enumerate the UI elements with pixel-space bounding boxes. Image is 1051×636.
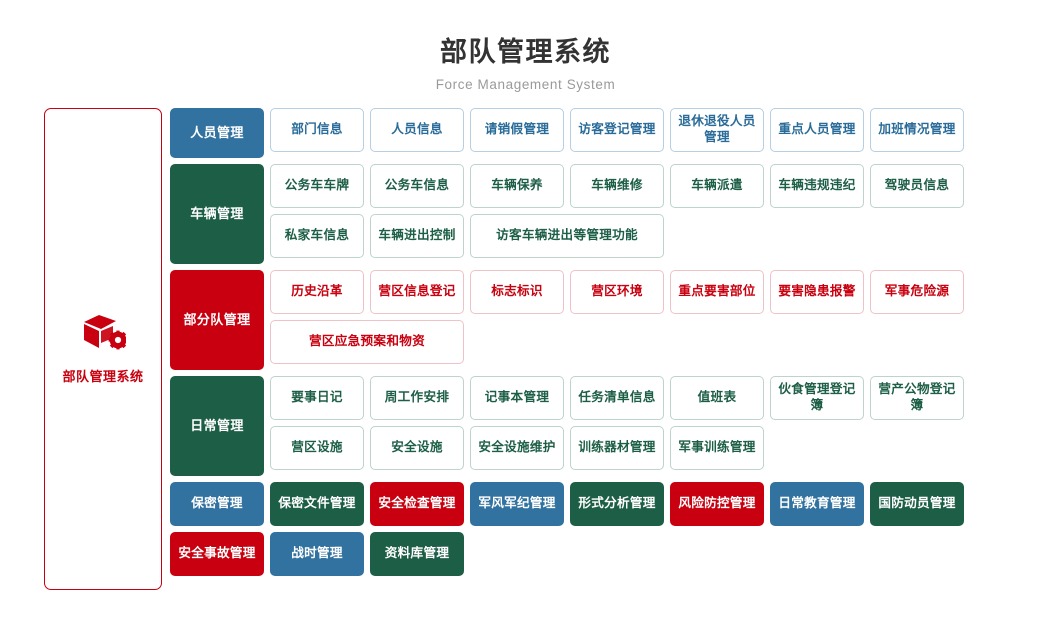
menu-tile[interactable]: 重点人员管理: [770, 107, 864, 152]
menu-tile[interactable]: 标志标识: [470, 269, 564, 314]
section-items: 部门信息人员信息请销假管理访客登记管理退休退役人员管理重点人员管理加班情况管理: [270, 107, 1029, 158]
menu-tile[interactable]: 营区应急预案和物资: [270, 319, 464, 364]
menu-tile[interactable]: 保密文件管理: [270, 481, 364, 526]
section-row: 部分队管理历史沿革营区信息登记标志标识营区环境重点要害部位要害隐患报警军事危险源…: [170, 269, 1029, 370]
menu-tile[interactable]: 安全设施维护: [470, 425, 564, 470]
menu-tile[interactable]: 训练器材管理: [570, 425, 664, 470]
menu-tile[interactable]: 加班情况管理: [870, 107, 964, 152]
menu-tile[interactable]: 车辆进出控制: [370, 213, 464, 258]
menu-tile[interactable]: 军事危险源: [870, 269, 964, 314]
menu-tile[interactable]: 日常教育管理: [770, 481, 864, 526]
menu-tile[interactable]: 重点要害部位: [670, 269, 764, 314]
menu-tile[interactable]: 请销假管理: [470, 107, 564, 152]
menu-tile[interactable]: 营区设施: [270, 425, 364, 470]
menu-tile[interactable]: 营产公物登记簿: [870, 375, 964, 420]
menu-tile[interactable]: 资料库管理: [370, 531, 464, 576]
section-row: 日常管理要事日记周工作安排记事本管理任务清单信息值班表伙食管理登记簿营产公物登记…: [170, 375, 1029, 476]
sidebar[interactable]: 部队管理系统: [44, 107, 162, 590]
menu-tile[interactable]: 私家车信息: [270, 213, 364, 258]
menu-tile[interactable]: 访客登记管理: [570, 107, 664, 152]
page-title: 部队管理系统: [440, 37, 611, 67]
body-wrapper: 部队管理系统 人员管理部门信息人员信息请销假管理访客登记管理退休退役人员管理重点…: [0, 92, 1051, 590]
menu-tile[interactable]: 国防动员管理: [870, 481, 964, 526]
section-items: 公务车车牌公务车信息车辆保养车辆维修车辆派遣车辆违规违纪驾驶员信息私家车信息车辆…: [270, 163, 1029, 264]
category-tile[interactable]: 部分队管理: [170, 269, 264, 370]
menu-tile[interactable]: 营区信息登记: [370, 269, 464, 314]
section-row: 人员管理部门信息人员信息请销假管理访客登记管理退休退役人员管理重点人员管理加班情…: [170, 107, 1029, 158]
menu-tile[interactable]: 要事日记: [270, 375, 364, 420]
menu-tile[interactable]: 安全检查管理: [370, 481, 464, 526]
sections-container: 人员管理部门信息人员信息请销假管理访客登记管理退休退役人员管理重点人员管理加班情…: [170, 107, 1029, 590]
sidebar-brand[interactable]: 部队管理系统: [62, 312, 143, 386]
menu-tile[interactable]: 值班表: [670, 375, 764, 420]
menu-tile[interactable]: 退休退役人员管理: [670, 107, 764, 152]
menu-tile[interactable]: 要害隐患报警: [770, 269, 864, 314]
menu-tile[interactable]: 驾驶员信息: [870, 163, 964, 208]
section-row-flat: 保密管理保密文件管理安全检查管理军风军纪管理形式分析管理风险防控管理日常教育管理…: [170, 481, 1029, 582]
category-tile[interactable]: 车辆管理: [170, 163, 264, 264]
menu-tile[interactable]: 军事训练管理: [670, 425, 764, 470]
section-row: 车辆管理公务车车牌公务车信息车辆保养车辆维修车辆派遣车辆违规违纪驾驶员信息私家车…: [170, 163, 1029, 264]
menu-tile[interactable]: 车辆违规违纪: [770, 163, 864, 208]
menu-tile[interactable]: 访客车辆进出等管理功能: [470, 213, 664, 258]
menu-tile[interactable]: 记事本管理: [470, 375, 564, 420]
menu-tile[interactable]: 部门信息: [270, 107, 364, 152]
menu-tile[interactable]: 安全事故管理: [170, 531, 264, 576]
page-header: 部队管理系统 Force Management System: [0, 0, 1051, 92]
section-items: 历史沿革营区信息登记标志标识营区环境重点要害部位要害隐患报警军事危险源营区应急预…: [270, 269, 1029, 370]
sidebar-brand-label: 部队管理系统: [62, 368, 144, 384]
menu-tile[interactable]: 任务清单信息: [570, 375, 664, 420]
menu-tile[interactable]: 保密管理: [170, 481, 264, 526]
cube-gear-icon: [62, 312, 143, 359]
menu-tile[interactable]: 风险防控管理: [670, 481, 764, 526]
menu-tile[interactable]: 公务车车牌: [270, 163, 364, 208]
menu-tile[interactable]: 形式分析管理: [570, 481, 664, 526]
menu-tile[interactable]: 人员信息: [370, 107, 464, 152]
menu-tile[interactable]: 历史沿革: [270, 269, 364, 314]
menu-tile[interactable]: 安全设施: [370, 425, 464, 470]
menu-tile[interactable]: 营区环境: [570, 269, 664, 314]
menu-tile[interactable]: 战时管理: [270, 531, 364, 576]
section-items: 保密管理保密文件管理安全检查管理军风军纪管理形式分析管理风险防控管理日常教育管理…: [170, 481, 1029, 582]
section-items: 要事日记周工作安排记事本管理任务清单信息值班表伙食管理登记簿营产公物登记簿营区设…: [270, 375, 1029, 476]
menu-tile[interactable]: 军风军纪管理: [470, 481, 564, 526]
category-tile[interactable]: 人员管理: [170, 107, 264, 158]
page-subtitle: Force Management System: [435, 76, 616, 92]
menu-tile[interactable]: 周工作安排: [370, 375, 464, 420]
menu-tile[interactable]: 车辆派遣: [670, 163, 764, 208]
menu-tile[interactable]: 伙食管理登记簿: [770, 375, 864, 420]
menu-tile[interactable]: 车辆维修: [570, 163, 664, 208]
category-tile[interactable]: 日常管理: [170, 375, 264, 476]
menu-tile[interactable]: 车辆保养: [470, 163, 564, 208]
menu-tile[interactable]: 公务车信息: [370, 163, 464, 208]
